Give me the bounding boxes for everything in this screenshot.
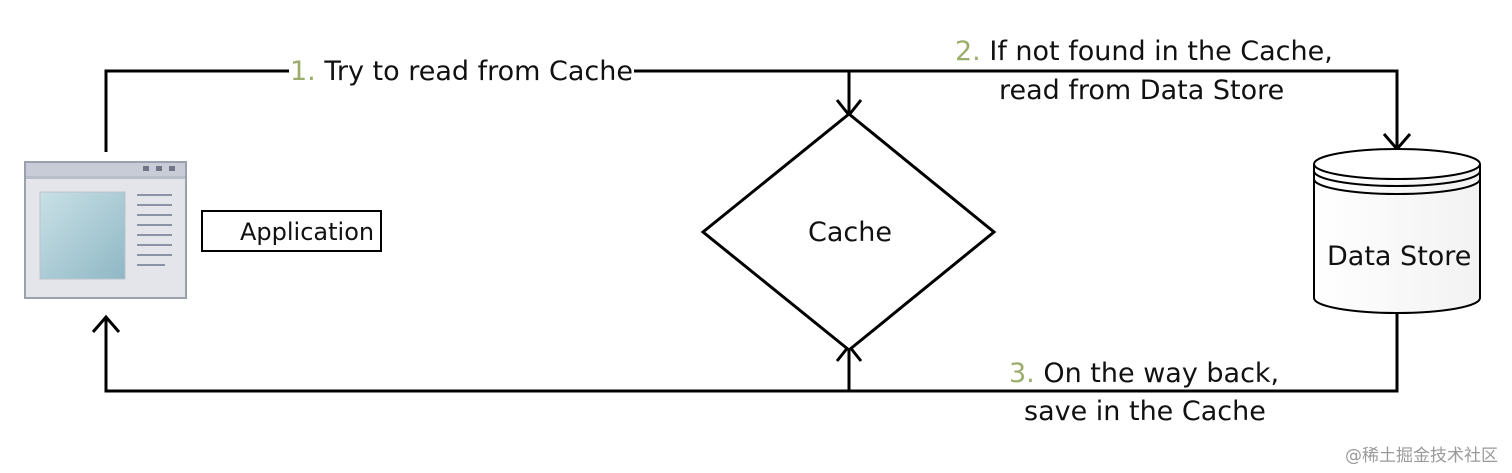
- step-3-label-line-1: 3. On the way back,: [1008, 358, 1281, 389]
- step-3-label-line-2: save in the Cache: [1023, 396, 1267, 427]
- step-2-label-line-2: read from Data Store: [999, 75, 1285, 106]
- step-3-arrowhead-app: [91, 314, 121, 333]
- step-1-text: Try to read from Cache: [324, 56, 634, 87]
- step-2-number: 2.: [955, 36, 981, 67]
- watermark: @稀土掘金技术社区: [1345, 446, 1498, 466]
- data-store-cylinder: [1313, 148, 1481, 314]
- cache-diamond: [700, 112, 997, 352]
- application-label-box: [201, 210, 382, 252]
- step-2-text-line-1: If not found in the Cache,: [989, 36, 1333, 67]
- data-store-label: Data Store: [1327, 241, 1472, 272]
- cache-label: Cache: [808, 217, 892, 248]
- step-3-text-line-1: On the way back,: [1043, 358, 1280, 389]
- step-3-flow-line: [104, 313, 1399, 393]
- step-2-label-line-1: 2. If not found in the Cache,: [954, 38, 1334, 65]
- step-3-number: 3.: [1009, 358, 1035, 389]
- step-2-flow-line: [849, 69, 1399, 148]
- application-window-icon: [24, 161, 187, 299]
- application-label: Application: [240, 218, 375, 246]
- step-1-label: 1. Try to read from Cache: [289, 56, 635, 87]
- step-1-number: 1.: [290, 56, 316, 87]
